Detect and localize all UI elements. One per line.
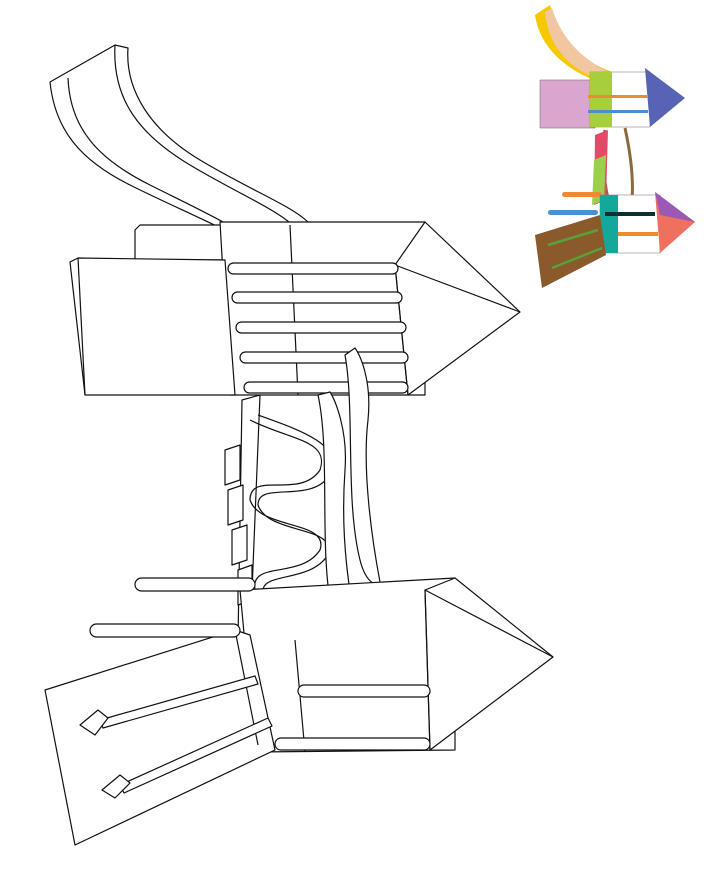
upper-bars bbox=[227, 262, 409, 394]
upper-tower bbox=[69, 221, 521, 396]
lower-bars bbox=[89, 577, 431, 751]
lower-tower bbox=[44, 577, 554, 846]
colored-reference-thumbnail bbox=[535, 5, 695, 288]
slide bbox=[49, 44, 309, 261]
climbing-ropes bbox=[79, 675, 273, 799]
